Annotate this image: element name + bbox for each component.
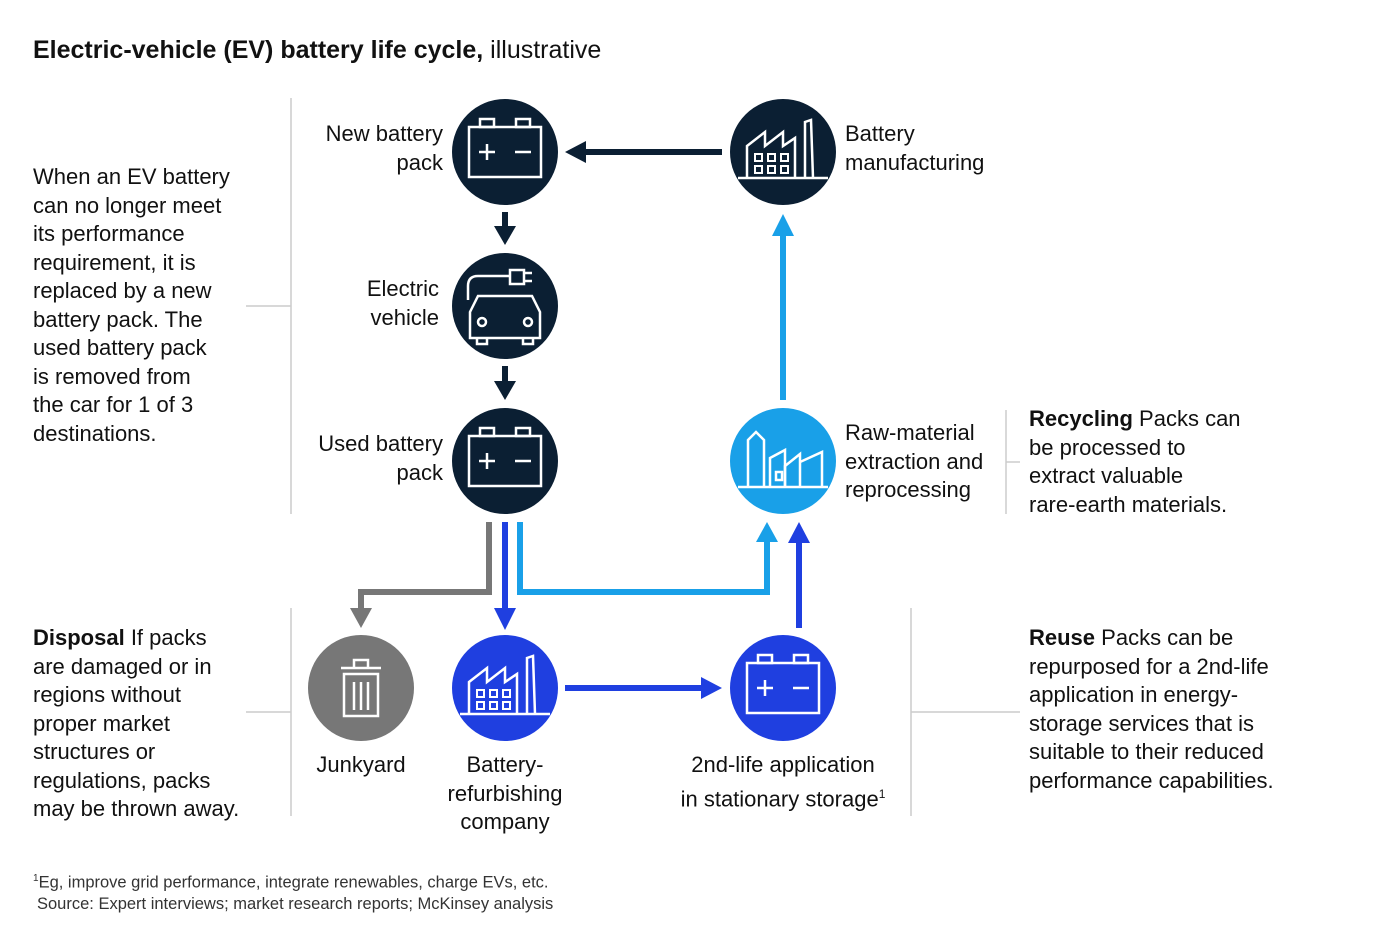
arrowhead — [788, 522, 810, 543]
label-line: in stationary storage1 — [660, 780, 906, 814]
footnote-line: 1Eg, improve grid performance, integrate… — [33, 868, 553, 894]
label-battery-refurbishing: Battery- refurbishing company — [425, 751, 585, 837]
arrowhead — [494, 226, 516, 245]
trash-can-icon — [341, 658, 381, 718]
label-line: Junkyard — [316, 752, 406, 777]
note-reuse: Reuse Packs can be repurposed for a 2nd-… — [1029, 624, 1274, 795]
note-line: requirement, it is — [33, 249, 196, 275]
node-battery-refurbishing — [452, 635, 558, 741]
node-junkyard — [308, 635, 414, 741]
note-line: its performance — [33, 221, 185, 246]
note-line: structures or — [33, 739, 156, 764]
label-line: Battery- — [466, 752, 544, 777]
label-used-battery-pack: Used battery pack — [318, 430, 443, 487]
note-recycling: Recycling Packs can be processed to extr… — [1029, 405, 1241, 519]
note-heading: Disposal — [33, 625, 125, 650]
note-disposal: Disposal If packs are damaged or in regi… — [33, 624, 239, 824]
label-line: Electric — [366, 276, 439, 301]
arrowhead — [565, 141, 586, 163]
title-light: illustrative — [483, 36, 602, 64]
note-line: may be thrown away. — [33, 796, 240, 821]
note-line: storage services that is — [1029, 710, 1254, 736]
note-intro: When an EV battery can no longer meet it… — [33, 163, 230, 448]
label-new-battery-pack: New battery pack — [326, 120, 443, 177]
note-line: Recycling Packs can — [1029, 405, 1241, 434]
label-line: manufacturing — [845, 149, 985, 175]
note-line: performance capabilities. — [1029, 767, 1274, 793]
label-2nd-life-application: 2nd-life application in stationary stora… — [660, 751, 906, 813]
footnote: 1Eg, improve grid performance, integrate… — [33, 868, 553, 915]
arrowhead — [494, 608, 516, 630]
source-line: Source: Expert interviews; market resear… — [37, 894, 554, 913]
note-line: application in energy- — [1029, 682, 1239, 707]
note-text: Packs can — [1132, 406, 1241, 431]
label-line: Used battery — [318, 431, 443, 456]
node-2nd-life-application — [730, 635, 836, 741]
node-new-battery-pack — [452, 99, 558, 205]
note-line: replaced by a new — [33, 278, 212, 303]
label-line: 2nd-life application — [691, 752, 875, 777]
footnote-marker: 1 — [878, 786, 886, 801]
note-line: battery pack. The — [33, 306, 203, 332]
note-line: the car for 1 of 3 — [33, 392, 194, 417]
note-line: extract valuable — [1029, 463, 1184, 488]
label-battery-manufacturing: Battery manufacturing — [845, 120, 984, 177]
label-raw-material: Raw-material extraction and reprocessing — [845, 419, 983, 505]
note-line: regions without — [33, 682, 181, 707]
label-line: pack — [396, 459, 443, 485]
label-line: extraction and — [845, 448, 984, 474]
arrowhead — [350, 608, 372, 628]
node-battery-manufacturing — [730, 99, 836, 205]
note-line: Disposal If packs — [33, 624, 239, 653]
note-line: proper market — [33, 710, 170, 736]
electric-car-icon — [466, 268, 542, 346]
note-line: destinations. — [33, 420, 157, 446]
note-heading: Recycling — [1029, 406, 1133, 431]
arrowhead — [756, 522, 778, 542]
label-line: vehicle — [370, 304, 439, 330]
note-line: are damaged or in — [33, 653, 212, 679]
label-electric-vehicle: Electric vehicle — [367, 275, 439, 332]
note-heading: Reuse — [1029, 625, 1096, 650]
note-line: Reuse Packs can be — [1029, 624, 1274, 653]
label-line: New battery — [325, 121, 443, 146]
arrowhead — [701, 677, 722, 699]
label-line: reprocessing — [845, 477, 971, 502]
note-line: suitable to their reduced — [1029, 739, 1264, 764]
arrowhead — [772, 214, 794, 236]
note-text: Packs can be — [1095, 625, 1234, 650]
note-line: can no longer meet — [33, 192, 222, 218]
label-line: Raw-material — [845, 420, 975, 445]
note-line: When an EV battery — [33, 164, 230, 189]
node-used-battery-pack — [452, 408, 558, 514]
arrows — [350, 141, 810, 699]
processing-plant-icon — [738, 430, 828, 489]
note-line: used battery pack — [33, 335, 207, 360]
note-line: regulations, packs — [33, 767, 211, 793]
bracket-rules — [246, 98, 1020, 816]
note-text: If packs — [124, 625, 207, 650]
title-bold: Electric-vehicle (EV) battery life cycle… — [33, 36, 484, 64]
chart-title: Electric-vehicle (EV) battery life cycle… — [33, 33, 601, 67]
note-line: is removed from — [33, 363, 191, 389]
label-junkyard: Junkyard — [300, 751, 422, 780]
label-line: company — [460, 809, 550, 834]
node-electric-vehicle — [452, 253, 558, 359]
label-line: Battery — [845, 121, 915, 146]
node-raw-material — [730, 408, 836, 514]
label-line: pack — [396, 149, 443, 175]
label-text: in stationary storage — [680, 785, 879, 811]
arrowhead — [494, 381, 516, 400]
note-line: repurposed for a 2nd-life — [1029, 653, 1269, 679]
note-line: rare-earth materials. — [1029, 491, 1228, 517]
footnote-marker: 1 — [33, 873, 39, 884]
note-line: be processed to — [1029, 434, 1186, 460]
label-line: refurbishing — [447, 780, 563, 806]
footnote-text: Eg, improve grid performance, integrate … — [38, 873, 549, 892]
